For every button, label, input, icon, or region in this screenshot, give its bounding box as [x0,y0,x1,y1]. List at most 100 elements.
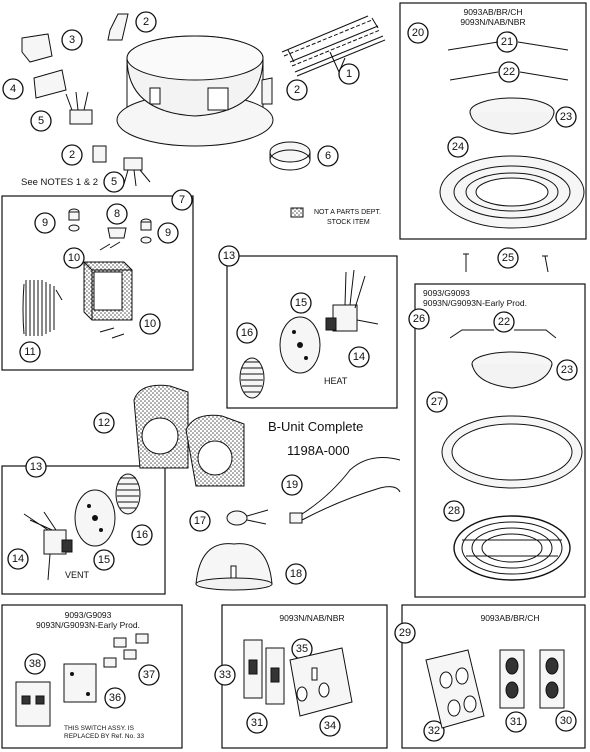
callout-8: 8 [106,203,128,225]
thermal-fuse [226,509,269,526]
bracket-right [261,77,273,105]
svg-text:33: 33 [219,669,231,681]
svg-text:6: 6 [325,150,331,162]
switch1-note-line1: THIS SWITCH ASSY. IS [64,725,135,732]
svg-text:10: 10 [68,252,80,264]
callout-25: 25 [497,247,519,269]
callout-10: 10 [139,313,161,335]
blower-housing [133,384,245,487]
callout-9: 9 [34,212,56,234]
legend-line-1: NOT A PARTS DEPT. [314,209,381,216]
notes-label: See NOTES 1 & 2 [21,177,98,188]
callout-21: 21 [496,31,518,53]
thermostat-clip [107,227,127,239]
vent-motor-plate [74,489,116,547]
callout-36: 36 [104,687,126,709]
heater-element-frame [83,261,133,321]
connector-bracket [21,33,53,63]
svg-text:13: 13 [223,250,235,262]
svg-text:18: 18 [290,568,302,580]
svg-text:16: 16 [241,327,253,339]
svg-text:9: 9 [42,217,48,229]
svg-text:31: 31 [510,716,522,728]
svg-text:36: 36 [109,692,121,704]
frame-switch-9093 [1,604,183,749]
callout-27: 27 [426,391,448,413]
callout-20: 20 [407,22,429,44]
light-reflector [195,543,273,591]
callout-32: 32 [423,720,445,742]
svg-text:4: 4 [10,83,16,95]
callout-29: 29 [394,622,416,644]
callout-3: 3 [61,29,83,51]
bracket-left [92,145,107,163]
housing-can [116,35,274,147]
callout-12: 12 [93,412,115,434]
cover-plate [33,69,67,99]
frame-heater-components [1,195,194,371]
callout-5: 5 [30,110,52,132]
svg-text:31: 31 [251,717,263,729]
svg-text:27: 27 [431,396,443,408]
callout-13: 13 [218,245,240,267]
svg-text:30: 30 [560,715,572,727]
svg-text:12: 12 [98,417,110,429]
frame-switch-9093ab [401,604,586,749]
svg-text:32: 32 [428,725,440,737]
svg-text:19: 19 [286,479,298,491]
svg-text:23: 23 [561,364,573,376]
svg-text:5: 5 [38,115,44,127]
grille1-clips [449,71,569,81]
switch1-model-line1: 9093/G9093 [65,610,112,620]
switch3-wallplate [425,649,485,729]
heat-blower-wheel [239,357,265,399]
callout-15: 15 [290,292,312,314]
unit-title: B-Unit Complete [268,419,363,434]
callout-26: 26 [408,308,430,330]
heat-motor [325,269,379,332]
light-socket [289,457,401,524]
svg-text:38: 38 [29,658,41,670]
callout-16: 16 [131,524,153,546]
duct-collar [269,141,311,171]
grille2-clips [449,329,557,339]
grille2-model-line1: 9093/G9093 [423,288,470,298]
svg-text:13: 13 [30,461,42,473]
grille1-lens [469,97,555,135]
callout-4: 4 [2,78,24,100]
callout-18: 18 [285,563,307,585]
grille2-wire-guard [453,515,571,581]
switch1-connectors [103,633,149,668]
switch3-model: 9093AB/BR/CH [480,613,539,623]
frame-grille-9093 [414,283,586,598]
svg-text:2: 2 [69,149,75,161]
callout-14: 14 [348,346,370,368]
callout-10: 10 [63,247,85,269]
switch1-module [63,663,97,703]
mounting-bars [281,15,386,77]
grille2-model-line2: 9093N/G9093N-Early Prod. [423,298,527,308]
svg-text:20: 20 [412,27,424,39]
callout-22: 22 [498,61,520,83]
switch3-dual-switches [499,649,565,709]
svg-text:2: 2 [143,16,149,28]
callout-2: 2 [135,11,157,33]
callout-24: 24 [447,136,469,158]
callout-17: 17 [189,510,211,532]
callout-15: 15 [93,549,115,571]
callout-38: 38 [24,653,46,675]
callout-28: 28 [443,500,465,522]
vent-blower-wheel [115,473,141,515]
switch2-model: 9093N/NAB/NBR [279,613,344,623]
svg-text:8: 8 [114,208,120,220]
switch1-model-line2: 9093N/G9093N-Early Prod. [36,620,140,630]
callout-34: 34 [319,715,341,737]
svg-text:2: 2 [294,84,300,96]
legend-line-2: STOCK ITEM [327,219,370,226]
svg-text:34: 34 [324,720,336,732]
svg-text:21: 21 [501,36,513,48]
callout-30: 30 [555,710,577,732]
callout-16: 16 [236,322,258,344]
callout-11: 11 [19,341,41,363]
svg-text:14: 14 [12,553,24,565]
